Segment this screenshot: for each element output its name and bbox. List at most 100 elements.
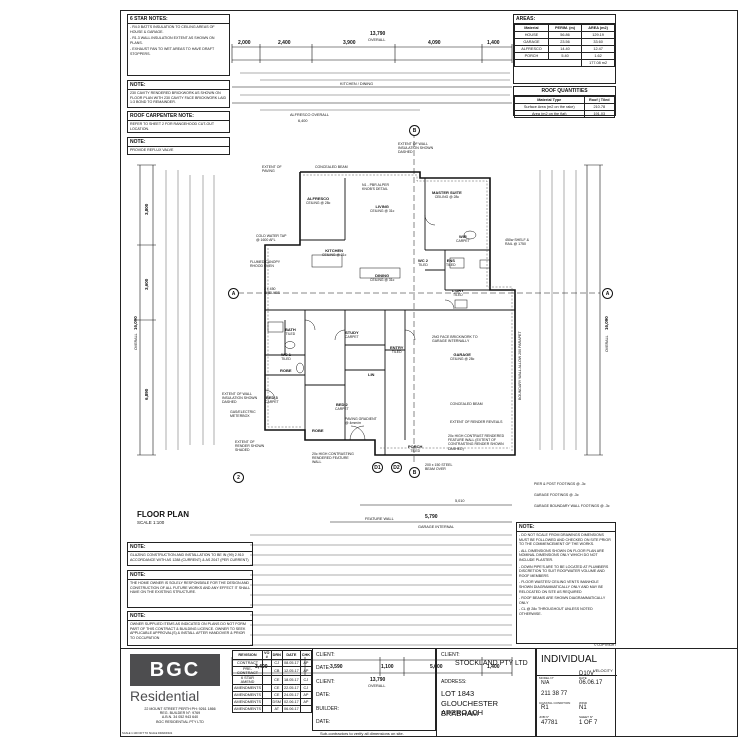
top-dim-3: 3,900 xyxy=(343,40,356,46)
annotation-feature-wall-right: 20c HIGH CONTRAST RENDERED FEATURE WALL … xyxy=(448,434,505,451)
right-overall-dimension: 16,090 xyxy=(604,316,609,330)
bottom-overall-dimension: 13,790 xyxy=(370,677,386,683)
top-dim-1: 2,000 xyxy=(238,40,251,46)
sign-date-2-label: DATE: xyxy=(316,692,331,698)
room-name: ENTRY xyxy=(390,345,404,350)
elevation-marker-d1: D1 xyxy=(372,462,383,473)
left-dim-1: 3,800 xyxy=(144,203,149,215)
sign-builder-label: BUILDER: xyxy=(316,706,340,712)
floor-plan-scale: SCALE 1:100 xyxy=(137,520,165,525)
bgc-logo-text: BGC xyxy=(149,658,201,681)
revision-cell: AP xyxy=(299,691,312,699)
date-value: 06.06.17 xyxy=(579,680,603,686)
revision-cell: 22.05.17 xyxy=(281,684,301,692)
general-notes-heading: NOTE: xyxy=(517,523,615,532)
annotation-shelves: 2 x 450 SHELVES xyxy=(264,287,280,296)
revision-cell: AP xyxy=(299,698,312,706)
room-finish: TILED xyxy=(410,449,421,453)
room-name: GARAGE xyxy=(453,352,471,357)
left-dim-2: 3,600 xyxy=(144,278,149,290)
insulation-extent-lines xyxy=(267,174,513,452)
six-star-note-3: - EXHAUST FAN TO WET AREAS TO HAVE DRAFT… xyxy=(130,47,215,56)
room-name: BED 3 xyxy=(265,395,278,400)
room-finish: CARPET xyxy=(335,407,349,411)
annotation-shelf-rail: 450w SHELF & RAIL @ 1750 xyxy=(505,238,529,247)
date-label: DATE xyxy=(579,676,587,680)
revision-cell xyxy=(262,691,272,699)
front-feature-dimension: 5,010 xyxy=(455,499,465,503)
general-note-6: - CL @ 28c THROUGHOUT UNLESS NOTED OTHER… xyxy=(519,607,593,616)
six-star-notes: 6 STAR NOTES: - R4.0 BATTS INSULATION TO… xyxy=(127,14,230,76)
revision-cell: PRE-CONTRACT xyxy=(231,666,264,676)
annotation-knob-detail: N1 - PBR ALPER KNOB'S DETAIL xyxy=(362,183,390,192)
owner-note-body: THE HOME OWNER IS SOLELY RESPONSIBLE FOR… xyxy=(130,581,250,595)
glazing-note-body: GLAZING CONSTRUCTION AND INSTALLATION TO… xyxy=(130,553,249,562)
reflux-note-body: PROVIDE REFLUX VALVE xyxy=(130,148,174,152)
reflux-note: NOTE: PROVIDE REFLUX VALVE xyxy=(127,137,230,155)
annotation-boundary-wall: BOUNDARY WALL ALLOW 200 PARAPET xyxy=(518,331,522,400)
floor-plan-title: FLOOR PLAN xyxy=(137,510,189,519)
roof-quantities-heading: ROOF QUANTITIES xyxy=(514,87,615,96)
six-star-note-1: - R4.0 BATTS INSULATION TO CEILING AREAS… xyxy=(130,25,215,34)
left-dim-3: 6,890 xyxy=(144,388,149,400)
footing-legend-2: GARAGE FOOTINGS @ -3c xyxy=(534,493,579,497)
room-robe-1: ROBE xyxy=(280,368,292,373)
front-feature-label: FEATURE WALL xyxy=(365,517,394,521)
revision-cell: AP xyxy=(299,659,312,667)
footings-legend: PIER & POST FOOTINGS @ -3c GARAGE FOOTIN… xyxy=(532,480,616,514)
revision-cell: CONTRACT xyxy=(231,659,264,667)
revision-cell: AMENDMENTS xyxy=(231,691,264,699)
wall-type-value: 211 38 77 xyxy=(541,691,568,697)
general-note-5: - ROOF BEAMS ARE SHOWN DIAGRAMMATICALLY … xyxy=(519,596,606,605)
room-finish: CEILING @ 31c xyxy=(370,278,395,282)
footing-legend-3: GARAGE BOUNDARY WALL FOOTINGS @ -3c xyxy=(534,504,610,508)
revision-cell xyxy=(299,705,312,713)
revision-cell: 12.05.17 xyxy=(281,666,301,676)
revision-cell xyxy=(262,666,272,676)
model-label: MODEL N° xyxy=(539,676,554,680)
sign-client-2-label: CLIENT: xyxy=(316,679,335,685)
left-overall-label: OVERALL xyxy=(134,333,138,350)
bottom-overall-label: OVERALL xyxy=(368,684,386,688)
revision-cell xyxy=(262,675,272,685)
bottom-dim-3: 1,100 xyxy=(381,664,394,670)
room-finish: CARPET xyxy=(265,400,279,404)
revision-cell xyxy=(262,698,272,706)
suburb-name: BRABHAM xyxy=(441,709,479,718)
roof-cell: 191.03 xyxy=(583,110,616,118)
job-info-block: INDIVIDUAL VELOCITY MODEL N° N/A DATE 06… xyxy=(536,648,617,737)
minor-dimension-lines xyxy=(165,72,577,646)
door-swings xyxy=(264,214,455,441)
revision-cell: AMENDMENTS xyxy=(231,684,264,692)
external-walls xyxy=(264,171,516,456)
annotation-cold-water-tap: COLD WATER TAP @ 1600 AFL xyxy=(256,234,287,243)
room-finish: TILED xyxy=(453,293,463,297)
revision-col: REVISION xyxy=(231,650,264,660)
owner-note-heading: NOTE: xyxy=(128,571,252,580)
brickwork-note: NOTE: 230 CAVITY RENDERED BRICKWORK AS S… xyxy=(127,80,230,108)
brickwork-note-heading: NOTE: xyxy=(128,81,229,90)
model-value: N/A xyxy=(541,680,550,686)
general-note-2: - ALL DIMENSIONS SHOWN ON FLOOR PLAN ARE… xyxy=(519,548,605,562)
lot-number: LOT 1843 xyxy=(441,689,475,698)
room-robe-2: ROBE xyxy=(312,428,324,433)
section-lines xyxy=(238,132,600,465)
top-overall-label: OVERALL xyxy=(368,38,386,42)
street-name: GLOUCHESTER APPROACH xyxy=(441,699,499,717)
revision-cell: 06.06.17 xyxy=(281,705,301,713)
annotation-steel-beam: 200 x 150 STEEL BEAM OVER xyxy=(425,463,453,472)
footing-legend-1: PIER & POST FOOTINGS @ -3c xyxy=(534,482,586,486)
room-finish: CEILING @ 28c xyxy=(306,201,331,205)
